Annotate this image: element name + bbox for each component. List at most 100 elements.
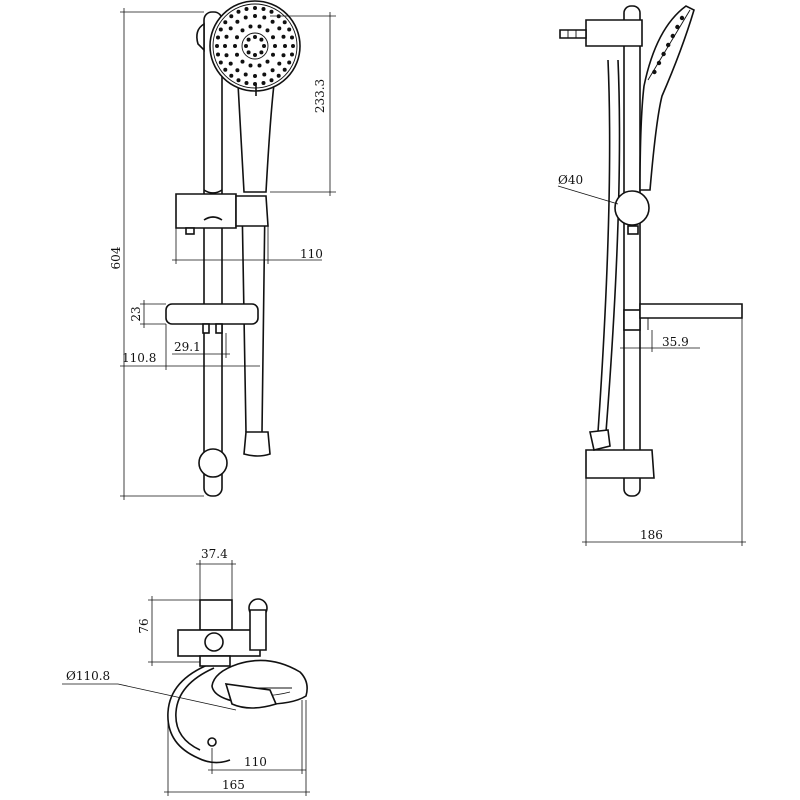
dim-top-projection: 76 bbox=[137, 618, 151, 633]
spray-nozzle bbox=[253, 35, 257, 39]
hose-connector bbox=[589, 429, 611, 451]
spray-nozzle bbox=[273, 44, 277, 48]
top-dimensions: 37.4 76 Ø110.8 110 165 bbox=[62, 547, 310, 796]
dim-clamp-diameter: Ø40 bbox=[558, 173, 583, 187]
side-view: Ø40 35.9 186 bbox=[557, 5, 746, 546]
side-nozzle bbox=[670, 33, 675, 39]
slider-clamp bbox=[614, 190, 650, 226]
dim-head-to-slider: 233.3 bbox=[313, 79, 327, 113]
spray-nozzle bbox=[282, 20, 287, 25]
spray-nozzle bbox=[253, 74, 257, 78]
slide-rail bbox=[203, 11, 223, 497]
spray-nozzle bbox=[224, 53, 229, 58]
side-nozzle bbox=[675, 24, 680, 30]
spray-nozzle bbox=[240, 28, 245, 33]
spray-nozzle bbox=[224, 34, 229, 39]
spray-nozzle bbox=[265, 28, 270, 33]
spray-nozzle bbox=[228, 26, 233, 31]
top-dish-lip bbox=[199, 655, 231, 667]
spray-nozzle bbox=[282, 67, 287, 72]
side-shower-head bbox=[639, 5, 695, 191]
bottom-bracket bbox=[198, 448, 228, 478]
spray-nozzle bbox=[228, 61, 233, 66]
spray-nozzle bbox=[253, 6, 257, 10]
shower-handle bbox=[237, 83, 275, 193]
dim-dish-offset: 29.1 bbox=[174, 340, 201, 354]
side-nozzle bbox=[656, 60, 662, 66]
side-nozzle bbox=[661, 51, 666, 57]
spray-nozzle bbox=[291, 44, 295, 48]
spray-nozzle bbox=[262, 44, 266, 48]
dim-dish-projection: 35.9 bbox=[662, 335, 689, 349]
spray-nozzle bbox=[248, 63, 253, 68]
spray-nozzle bbox=[235, 52, 239, 57]
spray-nozzle bbox=[218, 60, 223, 65]
slider-knob bbox=[185, 227, 195, 235]
side-dimensions: Ø40 35.9 186 bbox=[557, 173, 746, 546]
hose-cone bbox=[243, 431, 271, 457]
spray-nozzle bbox=[290, 52, 294, 57]
spray-nozzle bbox=[261, 81, 266, 85]
spray-nozzle bbox=[235, 19, 240, 24]
top-slider-block bbox=[199, 599, 233, 631]
shower-head-ring bbox=[241, 32, 269, 60]
spray-nozzle bbox=[270, 19, 275, 24]
top-dish-ring bbox=[167, 663, 231, 764]
spray-nozzle bbox=[276, 73, 281, 78]
spray-nozzle bbox=[262, 72, 267, 77]
spray-nozzle bbox=[229, 73, 234, 78]
spray-nozzle bbox=[290, 35, 294, 40]
dim-overall-height: 604 bbox=[109, 246, 123, 269]
slider-rail-clip bbox=[203, 189, 223, 221]
top-bracket bbox=[196, 22, 205, 52]
spray-nozzle bbox=[236, 78, 241, 83]
shower-head-outer bbox=[209, 0, 301, 92]
spray-nozzle bbox=[248, 24, 253, 29]
spray-nozzle bbox=[253, 14, 257, 18]
spray-nozzle bbox=[244, 44, 248, 48]
side-top-bracket bbox=[585, 19, 643, 47]
slider-block bbox=[175, 193, 237, 229]
spray-nozzle bbox=[283, 44, 287, 48]
side-nozzle bbox=[679, 15, 685, 21]
top-dish-drain bbox=[207, 737, 217, 747]
spray-nozzle bbox=[223, 67, 228, 72]
spray-nozzle bbox=[269, 9, 274, 14]
dim-top-slider-depth: 37.4 bbox=[201, 547, 228, 561]
spray-nozzle bbox=[281, 53, 286, 58]
slider-holder bbox=[235, 195, 269, 227]
dim-top-overall-width: 165 bbox=[222, 778, 245, 792]
spray-nozzle bbox=[244, 7, 249, 11]
side-soap-dish bbox=[639, 303, 743, 319]
spray-nozzle bbox=[265, 59, 270, 64]
side-rail bbox=[623, 5, 641, 497]
front-dimensions: 604 233.3 110 23 110.8 29.1 bbox=[109, 8, 336, 500]
side-nozzle bbox=[652, 69, 657, 75]
dish-clip-left bbox=[202, 323, 210, 334]
spray-nozzle bbox=[277, 61, 282, 66]
top-holder-arm bbox=[249, 609, 267, 651]
spray-nozzle bbox=[287, 60, 292, 65]
dim-slider-width: 110 bbox=[300, 247, 323, 261]
spray-nozzle bbox=[244, 81, 249, 85]
spray-nozzle bbox=[216, 35, 220, 40]
spray-nozzle bbox=[243, 15, 248, 20]
spray-nozzle bbox=[271, 35, 275, 40]
spray-nozzle bbox=[262, 15, 267, 20]
spray-nozzle bbox=[218, 27, 223, 32]
side-hose bbox=[597, 59, 621, 433]
spray-nozzle bbox=[277, 26, 282, 31]
spray-nozzle bbox=[235, 68, 240, 73]
spray-nozzle bbox=[257, 24, 262, 29]
spray-nozzle bbox=[287, 27, 292, 32]
spray-nozzle bbox=[215, 44, 219, 48]
top-view: 37.4 76 Ø110.8 110 165 bbox=[62, 547, 310, 796]
top-handle bbox=[224, 683, 278, 709]
spray-nozzle bbox=[253, 53, 257, 57]
spray-nozzle bbox=[233, 44, 237, 48]
spray-nozzle bbox=[246, 37, 251, 42]
spray-nozzles bbox=[215, 6, 295, 86]
dish-clip-right bbox=[215, 323, 223, 334]
spray-nozzle bbox=[259, 37, 264, 42]
